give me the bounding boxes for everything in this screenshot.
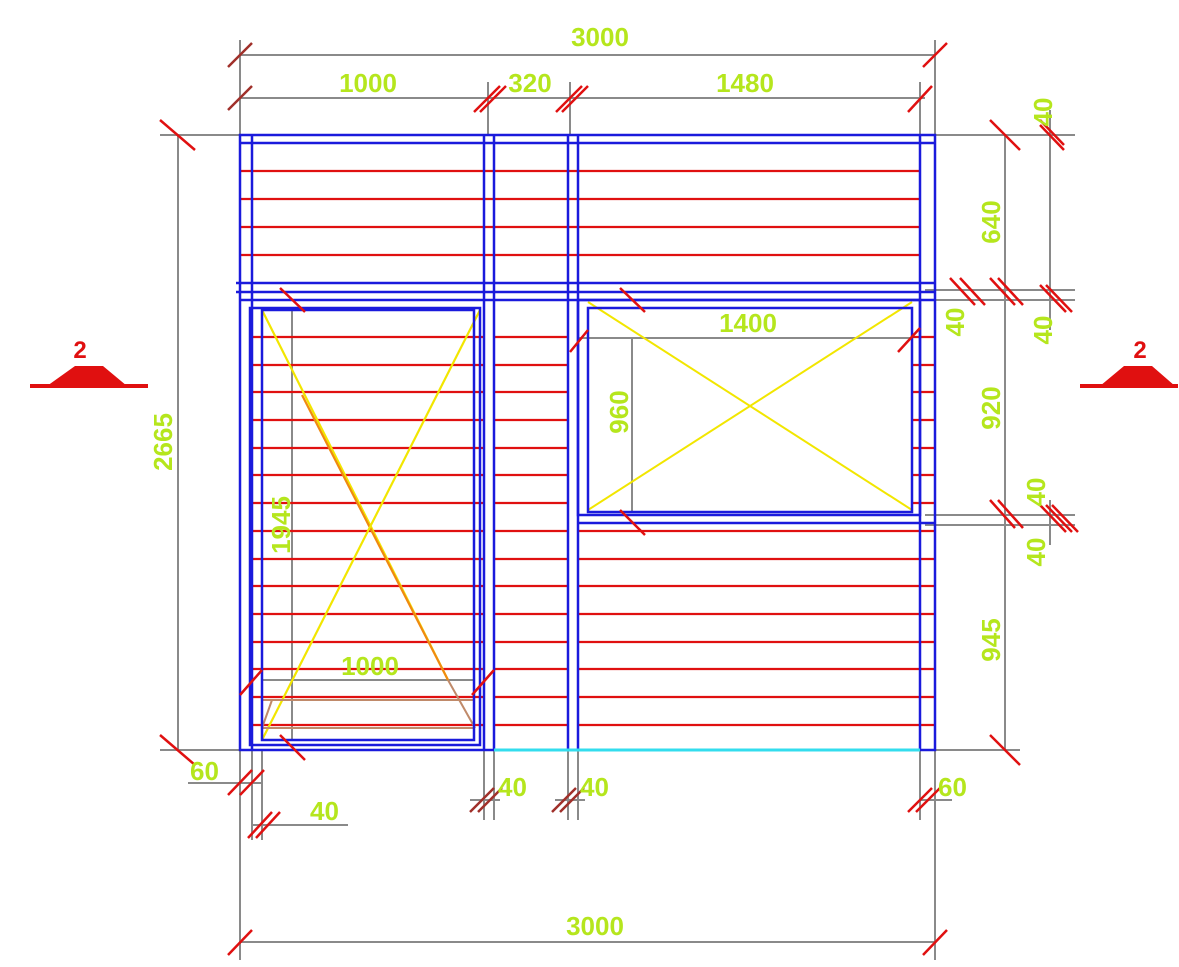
dim-overall-bottom: 3000 bbox=[566, 911, 624, 941]
dim-right-40-c: 40 bbox=[1028, 316, 1058, 345]
joists bbox=[240, 169, 935, 727]
dim-right-920: 920 bbox=[976, 386, 1006, 429]
dim-stair-length: 1945 bbox=[266, 496, 296, 554]
dim-bottom-40-left: 40 bbox=[310, 796, 339, 826]
dim-opening-width: 1400 bbox=[719, 308, 777, 338]
dim-seg-right: 1480 bbox=[716, 68, 774, 98]
dim-right-40-e: 40 bbox=[1021, 538, 1051, 567]
dim-right-640: 640 bbox=[976, 200, 1006, 243]
dim-bottom-60-left: 60 bbox=[190, 756, 219, 786]
dimension-ticks bbox=[159, 42, 1079, 956]
dim-bottom-40-mid-b: 40 bbox=[580, 772, 609, 802]
section-marker-left-label: 2 bbox=[73, 337, 86, 364]
dimension-lines bbox=[160, 40, 1075, 960]
dim-bottom-60-right: 60 bbox=[938, 772, 967, 802]
dim-right-40-d: 40 bbox=[1021, 478, 1051, 507]
dim-height-left: 2665 bbox=[148, 413, 178, 471]
dim-right-40-b: 40 bbox=[940, 308, 970, 337]
dim-overall-top: 3000 bbox=[571, 22, 629, 52]
dim-seg-mid: 320 bbox=[508, 68, 551, 98]
section-marker-left: 2 bbox=[30, 337, 148, 388]
section-marker-right-label: 2 bbox=[1133, 337, 1146, 364]
stair-opening bbox=[261, 309, 481, 741]
dim-bottom-40-mid-a: 40 bbox=[498, 772, 527, 802]
dim-stair-width: 1000 bbox=[341, 651, 399, 681]
dim-right-945: 945 bbox=[976, 618, 1006, 661]
dim-opening-height: 960 bbox=[604, 390, 634, 433]
dim-right-40-a: 40 bbox=[1028, 98, 1058, 127]
dimension-labels: 3000 1000 320 1480 3000 1400 1000 60 40 … bbox=[148, 22, 1058, 941]
floor-opening bbox=[587, 301, 913, 511]
section-marker-right: 2 bbox=[1080, 337, 1178, 388]
frame bbox=[236, 133, 937, 752]
dim-seg-left: 1000 bbox=[339, 68, 397, 98]
